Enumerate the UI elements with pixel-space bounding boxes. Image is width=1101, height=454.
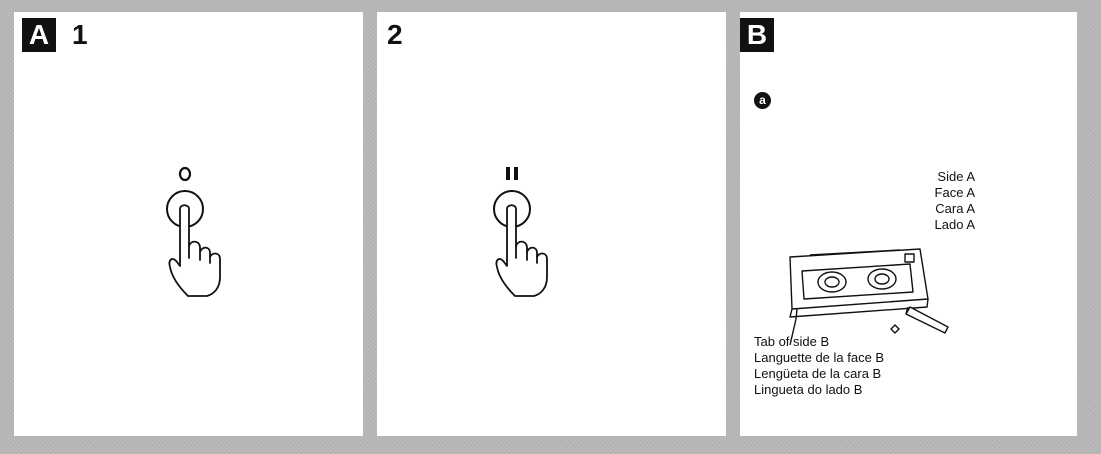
side-a-label-es: Cara A xyxy=(890,201,975,217)
record-circle-icon xyxy=(180,168,190,180)
press-record-button-illustration xyxy=(150,162,240,302)
side-a-label-pt: Lado A xyxy=(890,217,975,233)
pause-bars-icon xyxy=(506,167,518,180)
press-pause-button-illustration xyxy=(477,162,567,302)
step-number-2: 2 xyxy=(387,18,403,52)
panel-step-2: 2 xyxy=(377,12,726,436)
tab-side-b-label-pt: Lingueta do lado B xyxy=(754,382,884,398)
panel-b: B a Side A Face A Cara A Lado A xyxy=(740,12,1077,436)
section-badge-b: B xyxy=(740,18,774,52)
cassette-tape-icon xyxy=(770,237,950,347)
tab-side-b-label-en: Tab of side B xyxy=(754,334,884,350)
step-number-1: 1 xyxy=(72,18,88,52)
tab-side-b-label-es: Lengüeta de la cara B xyxy=(754,366,884,382)
sub-item-marker: a xyxy=(754,92,771,109)
side-a-label-group: Side A Face A Cara A Lado A xyxy=(890,169,975,233)
tab-side-b-label-group: Tab of side B Languette de la face B Len… xyxy=(754,334,884,398)
panel-a-step-1: A 1 xyxy=(14,12,363,436)
section-badge-a: A xyxy=(22,18,56,52)
side-a-label-en: Side A xyxy=(890,169,975,185)
side-a-label-fr: Face A xyxy=(890,185,975,201)
tab-side-b-label-fr: Languette de la face B xyxy=(754,350,884,366)
